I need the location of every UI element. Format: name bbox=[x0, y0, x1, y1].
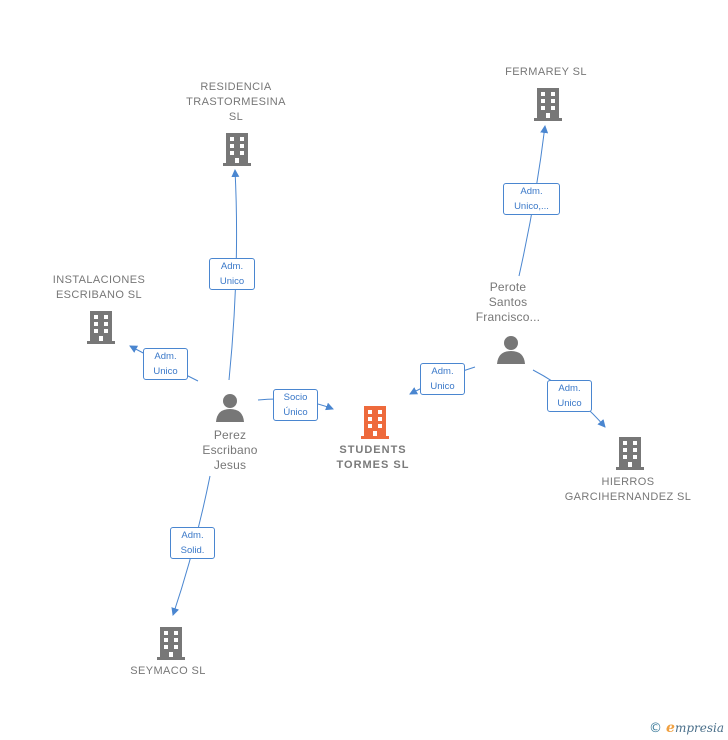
person-icon[interactable] bbox=[496, 334, 526, 364]
person-perez-label[interactable]: Perez Escribano Jesus bbox=[202, 428, 258, 472]
brand-logo: ©empresia bbox=[649, 720, 724, 736]
brand-name: mpresia bbox=[674, 721, 724, 735]
relation-perez-students[interactable]: Socio Único bbox=[273, 389, 318, 421]
company-fermarey-label[interactable]: FERMAREY SL bbox=[505, 66, 587, 78]
relation-perote-hierros[interactable]: Adm. Unico bbox=[547, 380, 592, 412]
company-instalaciones-label[interactable]: INSTALACIONES ESCRIBANO SL bbox=[52, 274, 146, 301]
relation-perez-instalaciones[interactable]: Adm. Unico bbox=[143, 348, 188, 380]
company-seymaco-label[interactable]: SEYMACO SL bbox=[130, 665, 206, 677]
copyright-symbol: © bbox=[649, 721, 663, 736]
relation-perote-students[interactable]: Adm. Unico bbox=[420, 363, 465, 395]
person-icon[interactable] bbox=[215, 392, 245, 422]
company-hierros-label[interactable]: HIERROS GARCIHERNANDEZ SL bbox=[564, 476, 692, 503]
relation-perote-fermarey[interactable]: Adm. Unico,... bbox=[503, 183, 560, 215]
brand-initial: e bbox=[666, 720, 675, 736]
building-icon[interactable] bbox=[156, 624, 186, 660]
building-icon[interactable] bbox=[222, 130, 252, 166]
building-icon[interactable] bbox=[615, 434, 645, 470]
building-icon[interactable] bbox=[533, 85, 563, 121]
building-icon[interactable] bbox=[360, 403, 390, 439]
relation-perez-seymaco[interactable]: Adm. Solid. bbox=[170, 527, 215, 559]
relation-perez-residencia[interactable]: Adm. Unico bbox=[209, 258, 255, 290]
company-residencia-label[interactable]: RESIDENCIA TRASTORMESINA SL bbox=[186, 81, 286, 123]
company-students-label[interactable]: STUDENTS TORMES SL bbox=[336, 444, 410, 471]
building-icon[interactable] bbox=[86, 308, 116, 344]
person-perote-label[interactable]: Perote Santos Francisco... bbox=[475, 280, 541, 324]
